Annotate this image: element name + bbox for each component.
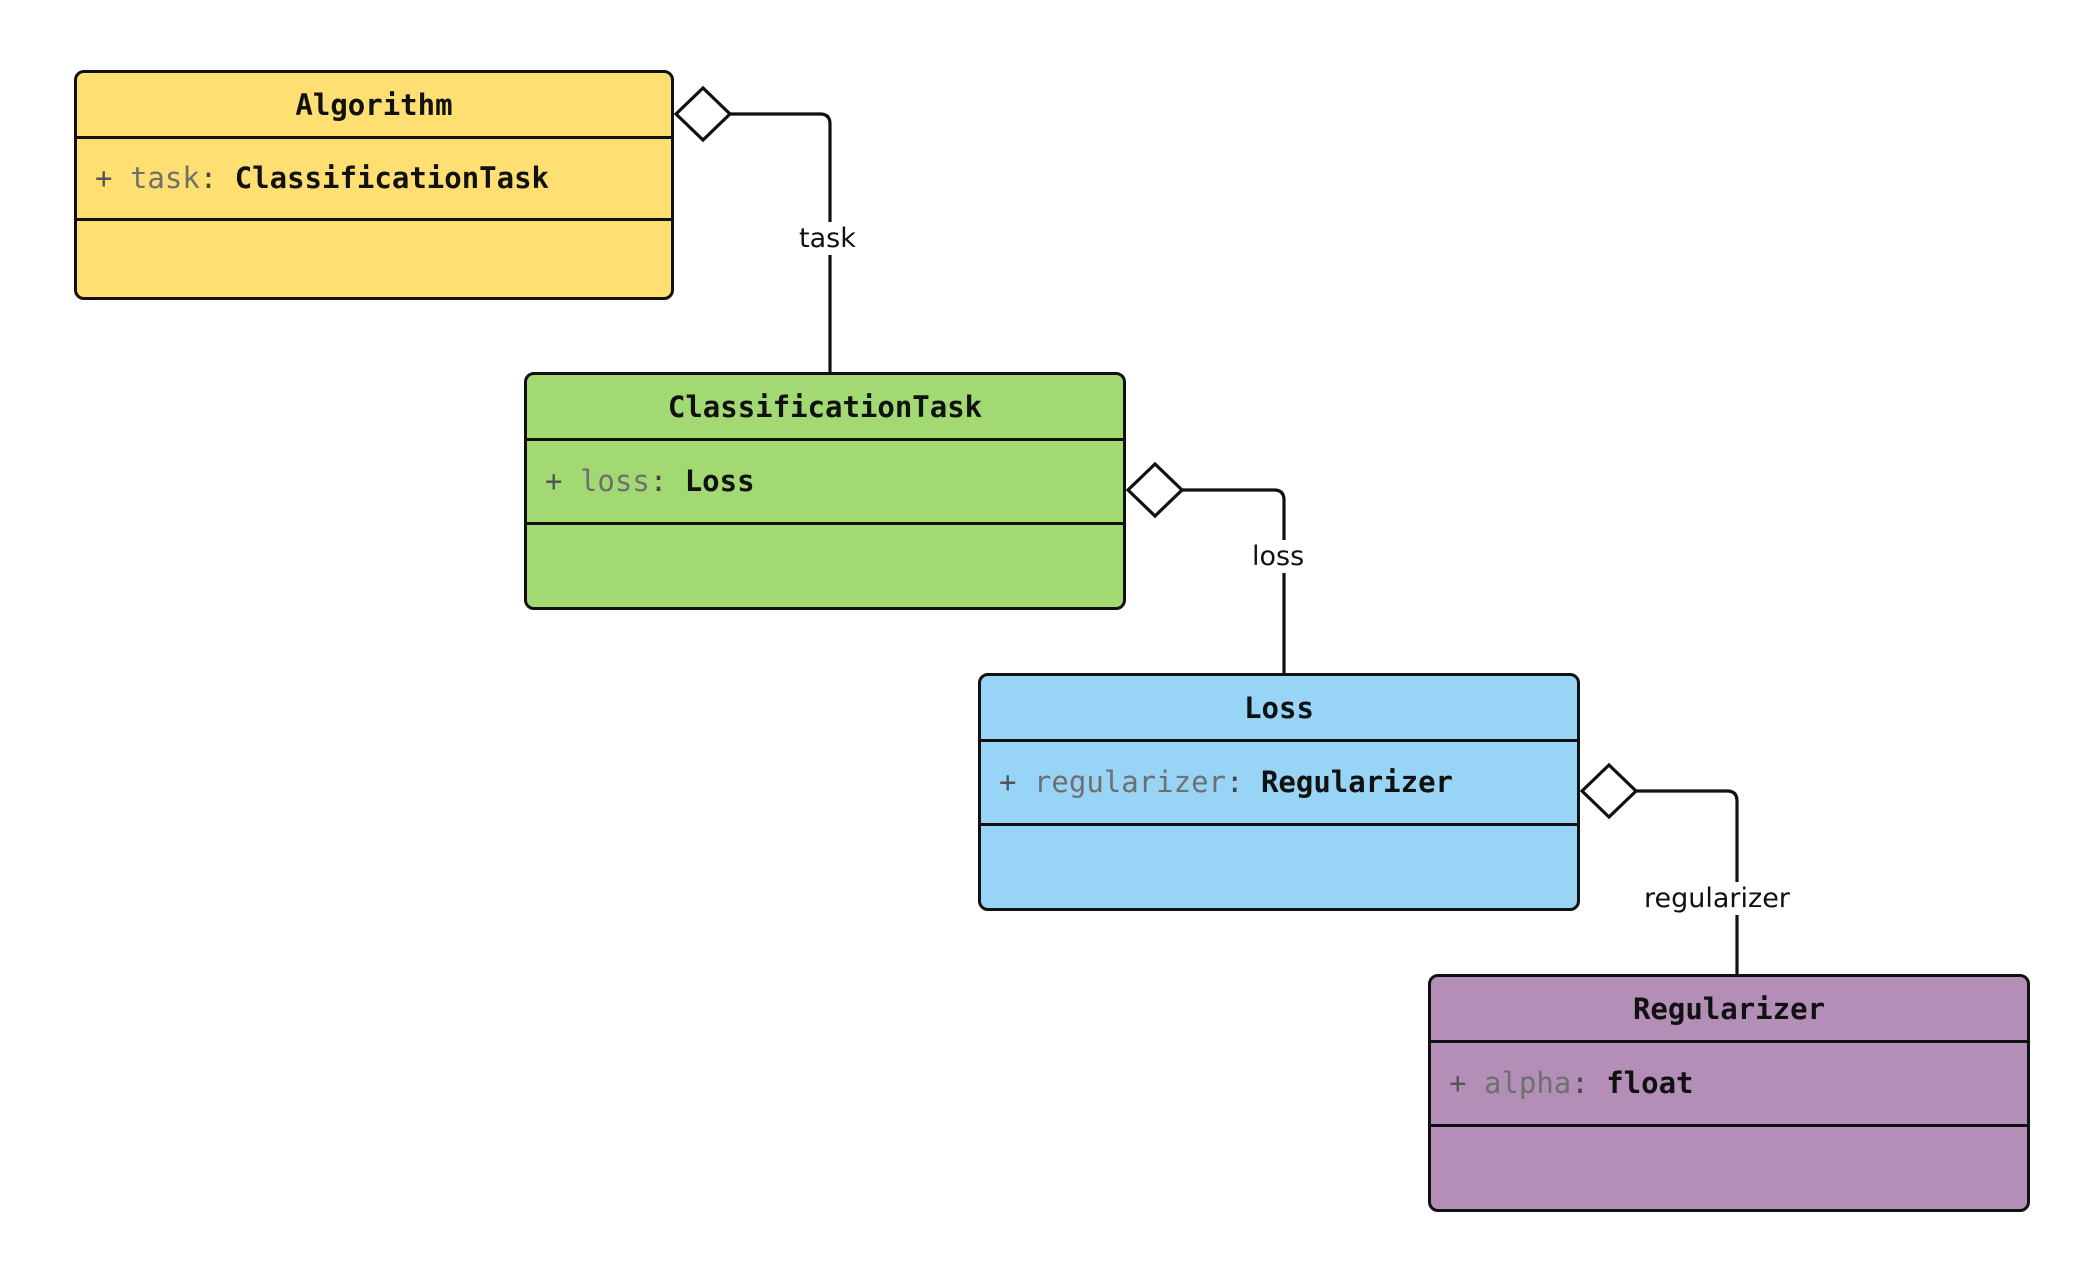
attribute-row: + task: ClassificationTask (95, 164, 549, 193)
attribute-visibility: + (1449, 1066, 1467, 1100)
aggregation-diamond-task (673, 85, 733, 143)
class-title-classification-task: ClassificationTask (527, 375, 1123, 441)
attribute-visibility: + (545, 464, 563, 498)
attribute-separator: : (649, 464, 668, 498)
class-attributes-loss: + regularizer: Regularizer (981, 742, 1577, 826)
attribute-space (1243, 765, 1260, 799)
attribute-space (1016, 765, 1033, 799)
edge-line-loss (1181, 488, 1286, 673)
class-title-algorithm: Algorithm (77, 73, 671, 139)
aggregation-diamond-regularizer (1579, 762, 1639, 820)
attribute-type: Loss (684, 464, 755, 498)
attribute-row: + regularizer: Regularizer (999, 768, 1453, 797)
attribute-space (112, 161, 129, 195)
attribute-separator: : (199, 161, 218, 195)
class-attributes-classification-task: + loss: Loss (527, 441, 1123, 525)
class-title-regularizer: Regularizer (1431, 977, 2027, 1043)
relationship-loss-regularizer (1579, 762, 1739, 974)
class-box-algorithm[interactable]: Algorithm + task: ClassificationTask (74, 70, 674, 300)
class-attributes-regularizer: + alpha: float (1431, 1043, 2027, 1127)
edge-label-regularizer: regularizer (1640, 882, 1794, 916)
attribute-visibility: + (999, 765, 1017, 799)
aggregation-diamond-loss (1125, 461, 1185, 519)
class-box-classification-task[interactable]: ClassificationTask + loss: Loss (524, 372, 1126, 610)
attribute-type: Regularizer (1260, 765, 1453, 799)
class-box-regularizer[interactable]: Regularizer + alpha: float (1428, 974, 2030, 1212)
attribute-separator: : (1571, 1066, 1589, 1100)
class-attributes-algorithm: + task: ClassificationTask (77, 139, 671, 221)
class-title-loss: Loss (981, 676, 1577, 742)
attribute-space (562, 464, 579, 498)
attribute-separator: : (1226, 765, 1244, 799)
attribute-row: + alpha: float (1449, 1069, 1694, 1098)
attribute-space (217, 161, 234, 195)
class-box-loss[interactable]: Loss + regularizer: Regularizer (978, 673, 1580, 911)
attribute-name: loss (579, 464, 650, 498)
attribute-name: regularizer (1033, 765, 1226, 799)
edge-label-loss: loss (1248, 540, 1309, 574)
attribute-space (1589, 1066, 1606, 1100)
attribute-name: task (129, 161, 200, 195)
attribute-type: ClassificationTask (234, 161, 549, 195)
edge-label-task: task (795, 222, 860, 256)
attribute-row: + loss: Loss (545, 467, 755, 496)
attribute-name: alpha (1483, 1066, 1572, 1100)
attribute-visibility: + (95, 161, 113, 195)
attribute-space (667, 464, 684, 498)
attribute-type: float (1606, 1066, 1694, 1100)
attribute-space (1466, 1066, 1483, 1100)
